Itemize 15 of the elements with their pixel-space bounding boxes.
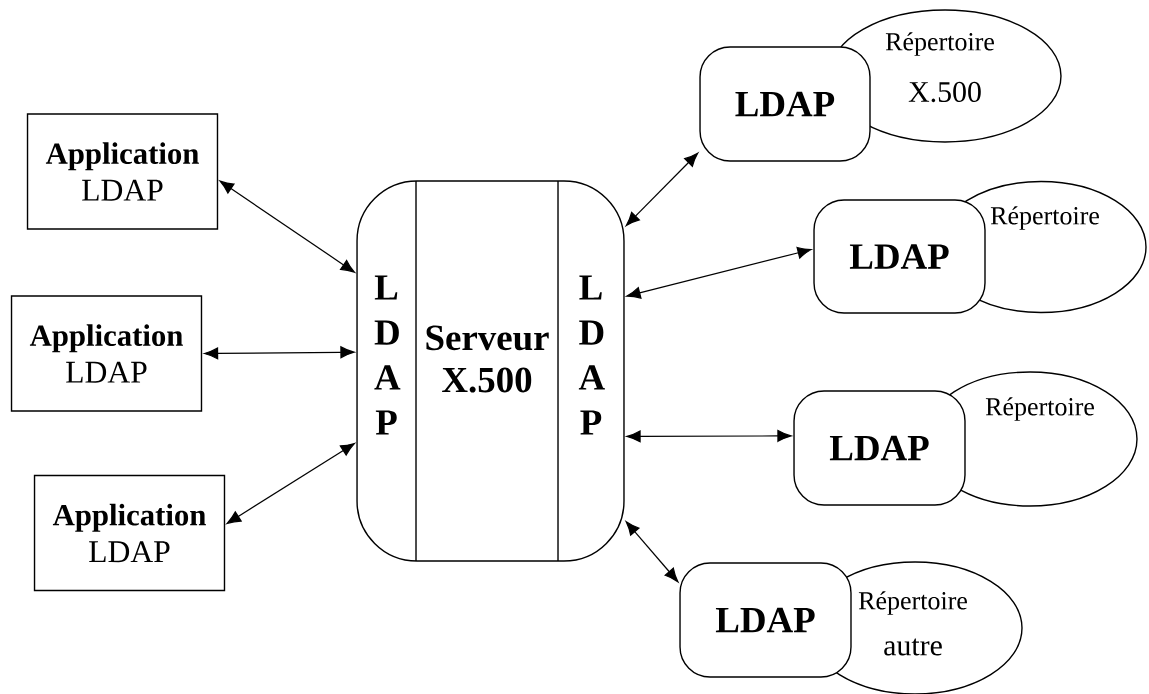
arrow: [626, 246, 812, 299]
application-box: Application LDAP: [10, 295, 203, 412]
arrow: [226, 443, 355, 524]
ldap-box: LDAP: [679, 562, 852, 678]
application-box: Application LDAP: [26, 113, 219, 230]
application-box: Application LDAP: [33, 474, 226, 592]
arrow: [626, 429, 792, 443]
ldap-box: LDAP: [813, 199, 986, 314]
ldap-box: LDAP: [793, 390, 966, 506]
arrow: [219, 180, 355, 273]
arrow: [203, 346, 355, 360]
arrow: [625, 521, 679, 583]
server-box: L D A P Serveur X.500 L D A P: [356, 180, 625, 562]
ldap-box: LDAP: [699, 46, 871, 162]
arrow: [625, 152, 699, 227]
